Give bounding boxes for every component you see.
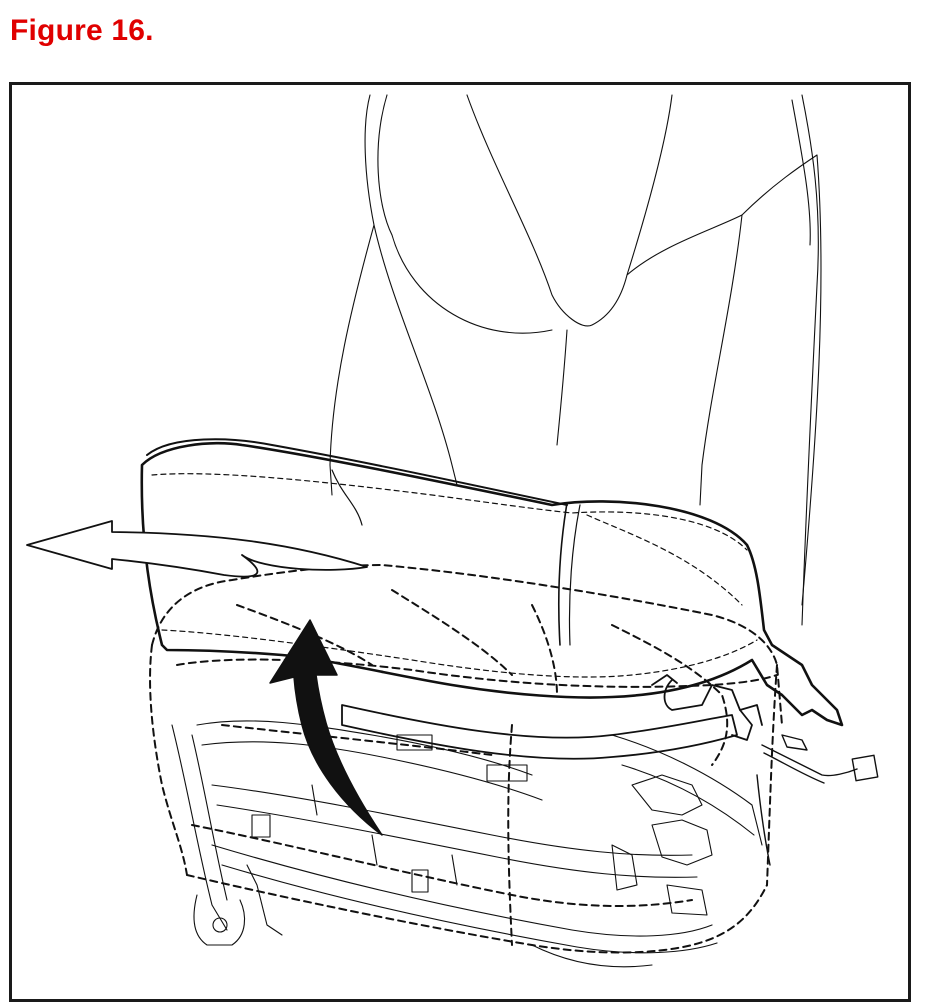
cushion-cover-center-seam-2 <box>568 504 581 646</box>
wire-harness-clip <box>781 734 808 751</box>
frame-right-rail-2 <box>621 764 755 836</box>
frame-right-stud <box>666 884 708 916</box>
lift-direction-arrow <box>269 619 383 836</box>
cushion-cover-top-stitch <box>151 473 748 551</box>
frame-bracket-3 <box>486 764 528 782</box>
frame-left-rail <box>171 724 228 931</box>
wire-connector <box>851 754 879 782</box>
cushion-cover-front-seam <box>331 469 363 526</box>
cushion-cover-side-seam <box>586 514 743 606</box>
frame-slot-2 <box>371 834 378 866</box>
seat-back-left-panel <box>373 224 458 486</box>
frame-bracket-2 <box>411 869 429 893</box>
frame-mechanism-2 <box>651 819 713 866</box>
cover-hook <box>341 674 763 760</box>
frame-track-rail-2 <box>221 864 718 954</box>
pull-direction-arrow <box>26 520 368 578</box>
seat-back-lower-left <box>329 464 333 496</box>
cushion-cover-outline <box>140 441 844 727</box>
frame-rear-lower <box>531 944 653 968</box>
hook-clip <box>663 679 753 741</box>
frame-right-rail <box>611 734 763 846</box>
cushion-pad-vertical-1 <box>507 724 513 946</box>
wire-harness-cable <box>761 744 858 777</box>
frame-left-rail-inner <box>191 734 228 901</box>
frame-front-bar-2 <box>201 741 543 801</box>
frame-slot-3 <box>451 854 458 886</box>
cushion-cover-top-rim <box>146 438 568 506</box>
seat-back-right-bolster <box>741 154 822 606</box>
cushion-cover-center-seam <box>558 502 568 646</box>
frame-cross-bar-2 <box>216 804 698 878</box>
seat-illustration <box>26 94 879 968</box>
wire-harness-cable-2 <box>763 752 825 784</box>
frame-bracket-4 <box>396 734 433 751</box>
frame-bolt-left <box>212 917 228 933</box>
seat-back-right-panel <box>626 214 743 506</box>
seat-back-headrest-left <box>377 94 553 334</box>
hook-tab <box>651 674 678 686</box>
frame-mechanism-3 <box>611 844 638 891</box>
seat-back-right-edge <box>801 94 819 626</box>
wire-harness-down <box>756 774 771 866</box>
frame-leg-center <box>246 864 283 936</box>
figure-caption: Figure 16. <box>10 14 154 47</box>
frame-mechanism-1 <box>631 774 703 816</box>
frame-cross-bar-1 <box>211 784 693 856</box>
seat-back-outline <box>329 94 375 466</box>
frame-front-bar <box>196 720 533 776</box>
seat-frame <box>171 720 763 968</box>
cushion-cover <box>140 438 844 727</box>
cushion-pad-right-edge <box>766 664 778 886</box>
cushion-pad-left-edge <box>149 644 188 876</box>
wire-harness <box>756 734 879 866</box>
cushion-pad-front-contour <box>176 658 778 688</box>
cushion-pad-dashed <box>149 564 783 954</box>
cushion-pad-lower-front <box>191 824 693 908</box>
cushion-pad-bottom-edge <box>186 874 768 954</box>
cushion-pad-rear-contour <box>611 624 729 766</box>
cushion-pad-cross-1 <box>221 724 493 756</box>
frame-bracket-1 <box>251 814 271 838</box>
frame-track-rail <box>211 844 713 937</box>
seat-back-center-seam <box>556 329 568 446</box>
cushion-pad-inner-contour-1 <box>236 604 373 666</box>
frame-slot-1 <box>311 784 318 816</box>
seat-back-center-curve <box>466 94 673 327</box>
frame-leg-left <box>193 894 246 946</box>
cushion-pad-inner-contour-2 <box>391 589 513 676</box>
hook-strap <box>341 704 738 760</box>
illustration-frame <box>9 82 911 1002</box>
seat-back <box>329 94 822 626</box>
seat-back-inner-right <box>791 99 811 246</box>
cushion-pad-inner-contour-3 <box>531 604 558 696</box>
hook-clip-end <box>739 704 763 726</box>
cushion-pad-outline <box>151 564 783 726</box>
